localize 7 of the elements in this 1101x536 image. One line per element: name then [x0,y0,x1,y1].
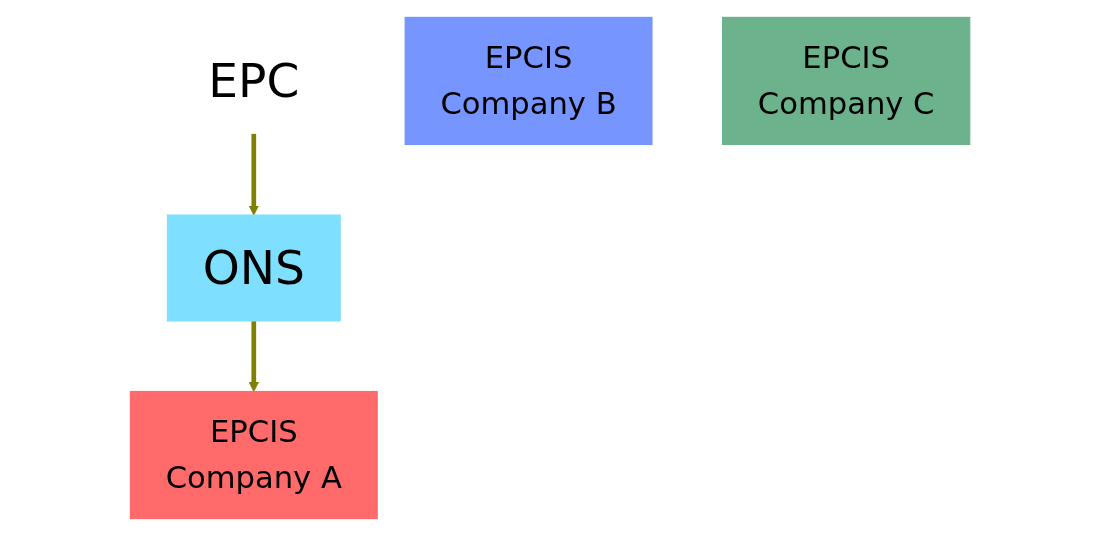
node-box: EPCIS Company A [130,390,379,520]
node-box: EPCIS Company B [405,16,653,146]
node-box: ONS [167,214,342,322]
node-box: EPCIS Company C [722,16,971,146]
arrow [249,320,260,392]
arrow [249,133,260,216]
node-text: EPC [208,53,300,108]
